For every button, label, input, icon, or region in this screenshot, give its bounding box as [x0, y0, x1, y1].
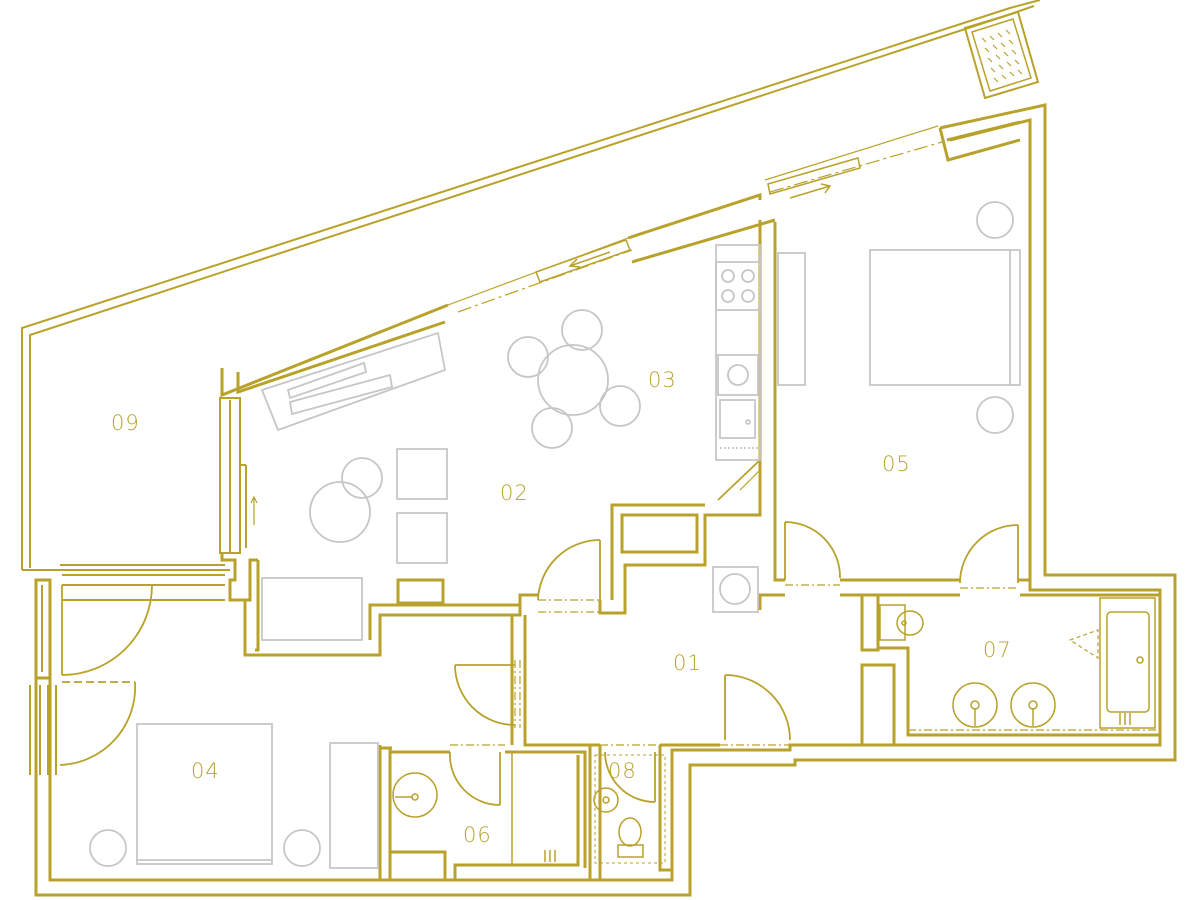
outer-walls	[34, 103, 1177, 897]
planter	[963, 10, 1040, 100]
door-swings	[59, 459, 1099, 806]
room-label-09: 09	[111, 411, 140, 435]
sanitary	[392, 597, 1156, 865]
inner-walls	[220, 220, 1160, 882]
room-label-02: 02	[500, 481, 529, 505]
room-label-06: 06	[463, 823, 492, 847]
left-windows	[29, 564, 225, 775]
terrace-outline	[21, 0, 1041, 571]
room-02-west-window	[219, 397, 258, 554]
room-labels: 01 02 03 04 05 06 07 08 09	[111, 368, 1012, 847]
room-label-05: 05	[882, 452, 911, 476]
furniture	[89, 201, 1021, 869]
room-label-03: 03	[648, 368, 677, 392]
sliding-door-arrows	[535, 157, 861, 283]
room-label-04: 04	[191, 759, 220, 783]
room-label-07: 07	[983, 638, 1012, 662]
room-label-08: 08	[608, 759, 637, 783]
door-openings	[450, 584, 1160, 746]
room-label-01: 01	[673, 651, 702, 675]
